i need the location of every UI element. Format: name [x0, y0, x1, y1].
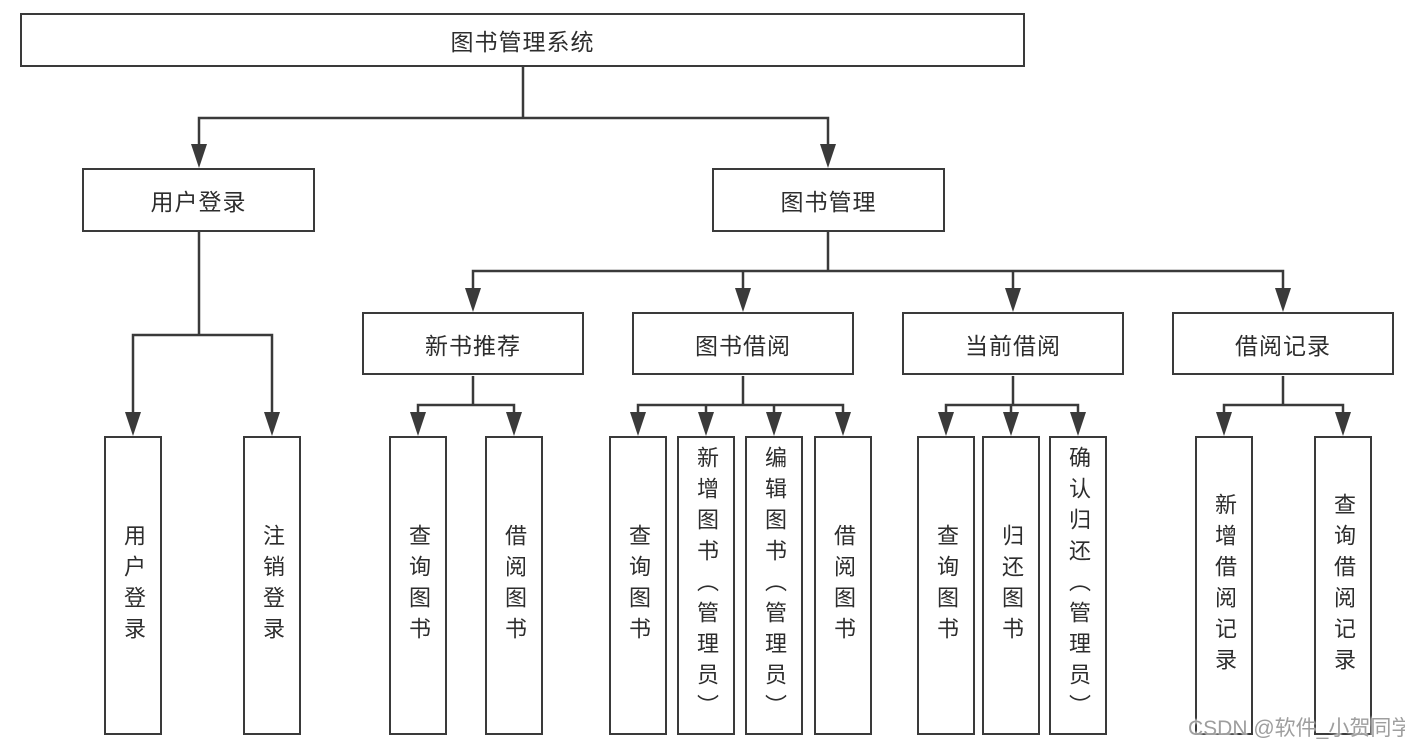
leaf-label: 注销登录: [260, 523, 285, 648]
leaf-label: 查询借阅记录: [1331, 492, 1356, 679]
csdn-watermark: CSDN @软件_小贺同学: [1188, 717, 1405, 740]
leaf-label: 查询图书: [406, 523, 431, 648]
node-label: 图书借阅: [695, 332, 791, 359]
leaf-borrowing-query-books: 查询图书: [609, 436, 667, 735]
leaf-records-query-borrow-record: 查询借阅记录: [1314, 436, 1372, 735]
leaf-label: 确认归还（管理员）: [1066, 446, 1091, 725]
leaf-label: 借阅图书: [831, 523, 856, 648]
leaf-logout: 注销登录: [243, 436, 301, 735]
node-borrowing-records: 借阅记录: [1172, 312, 1394, 375]
node-current-borrowing: 当前借阅: [902, 312, 1124, 375]
leaf-label: 新增借阅记录: [1212, 492, 1237, 679]
leaf-label: 编辑图书（管理员）: [762, 446, 787, 725]
node-label: 图书管理系统: [450, 29, 595, 55]
leaf-borrowing-edit-books-admin: 编辑图书（管理员）: [745, 436, 803, 735]
leaf-label: 借阅图书: [502, 523, 527, 648]
leaf-label: 查询图书: [626, 523, 651, 648]
leaf-records-add-borrow-record: 新增借阅记录: [1195, 436, 1253, 735]
leaf-current-query-books: 查询图书: [917, 436, 975, 735]
leaf-label: 新增图书（管理员）: [694, 446, 719, 725]
node-label: 新书推荐: [425, 332, 521, 359]
leaf-label: 归还图书: [999, 523, 1024, 648]
node-book-borrowing: 图书借阅: [632, 312, 854, 375]
node-label: 图书管理: [780, 189, 877, 215]
leaf-user-login: 用户登录: [104, 436, 162, 735]
node-label: 用户登录: [150, 189, 247, 215]
leaf-borrowing-add-books-admin: 新增图书（管理员）: [677, 436, 735, 735]
leaf-current-confirm-return-admin: 确认归还（管理员）: [1049, 436, 1107, 735]
node-label: 借阅记录: [1235, 332, 1331, 359]
node-new-book-recommend: 新书推荐: [362, 312, 584, 375]
node-user-login: 用户登录: [82, 168, 315, 232]
leaf-borrowing-borrow-books: 借阅图书: [814, 436, 872, 735]
leaf-newbook-borrow-books: 借阅图书: [485, 436, 543, 735]
leaf-newbook-query-books: 查询图书: [389, 436, 447, 735]
leaf-current-return-books: 归还图书: [982, 436, 1040, 735]
node-label: 当前借阅: [965, 332, 1061, 359]
node-library-management-system: 图书管理系统: [20, 13, 1025, 67]
leaf-label: 查询图书: [934, 523, 959, 648]
node-book-management: 图书管理: [712, 168, 945, 232]
leaf-label: 用户登录: [121, 523, 146, 648]
